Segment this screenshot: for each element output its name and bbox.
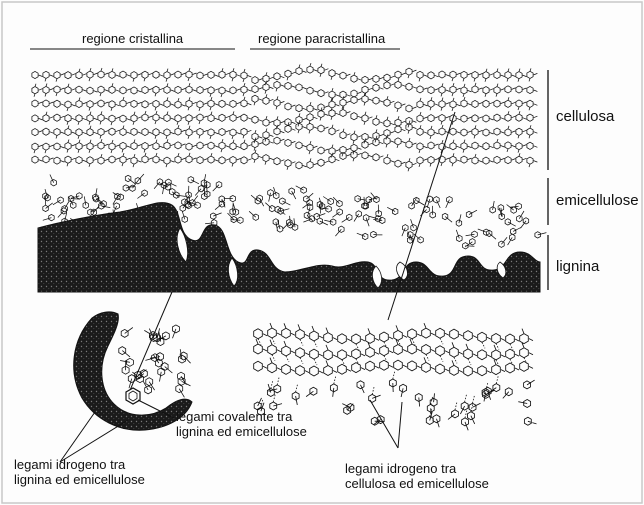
covalent-bond-ring bbox=[126, 388, 140, 404]
label-lignina: lignina bbox=[556, 258, 599, 275]
label-legami-idrogeno-cellulosa: legami idrogeno tra cellulosa ed emicell… bbox=[345, 462, 505, 492]
label-cellulosa: cellulosa bbox=[556, 108, 614, 125]
cellulose-chains bbox=[32, 63, 538, 171]
hydrogen-bond-dashes bbox=[258, 338, 527, 418]
left-detail-hemicellulose bbox=[119, 325, 191, 397]
cellulose-strand-rings bbox=[32, 63, 538, 171]
label-legami-covalente: legami covalente tra lignina ed emicellu… bbox=[176, 410, 326, 440]
label-regione-cristallina: regione cristallina bbox=[82, 32, 183, 47]
leader-lignin-detail bbox=[128, 292, 172, 395]
left-detail-rings bbox=[119, 325, 191, 397]
label-regione-paracristallina: regione paracristallina bbox=[258, 32, 385, 47]
label-legami-idrogeno-lignina: legami idrogeno tra lignina ed emicellul… bbox=[14, 458, 164, 488]
label-emicellulose: emicellulose bbox=[556, 192, 639, 209]
lignin-mass bbox=[38, 203, 540, 292]
lignin-fragment-detail bbox=[74, 312, 192, 430]
